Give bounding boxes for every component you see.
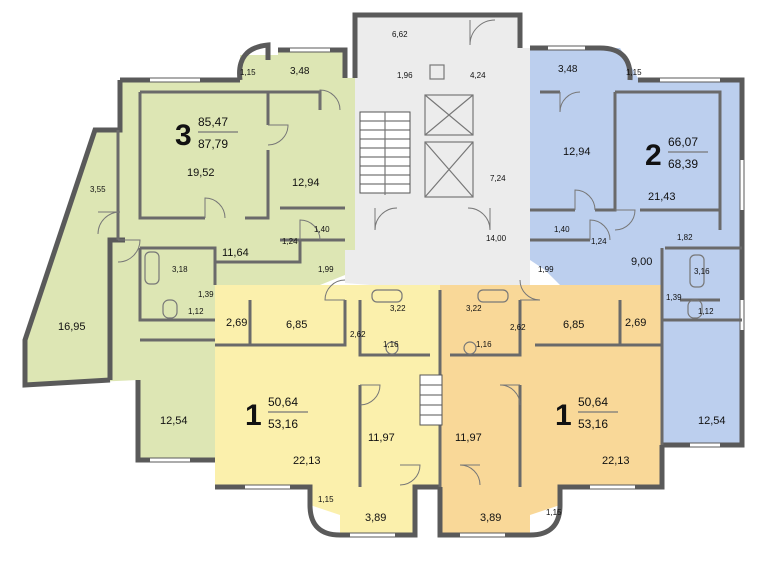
- room-area: 9,00: [631, 256, 652, 268]
- apartment-1-right-living-area: 50,64: [578, 395, 608, 409]
- room-area: 16,95: [58, 321, 86, 333]
- room-area: 3,18: [172, 265, 188, 274]
- doors: [97, 19, 636, 486]
- room-area: 1,39: [666, 293, 682, 302]
- room-area: 3,89: [365, 512, 386, 524]
- room-area: 12,94: [292, 177, 320, 189]
- apartment-2-room-count: 2: [645, 139, 662, 172]
- room-area: 6,85: [286, 319, 307, 331]
- apartment-3-total-area: 87,79: [198, 137, 228, 151]
- room-area: 1,39: [198, 290, 214, 299]
- windows: [150, 46, 744, 537]
- room-area: 2,62: [510, 323, 526, 332]
- room-area: 1,15: [240, 68, 256, 77]
- room-area: 1,24: [591, 237, 607, 246]
- apartment-2-total-area: 68,39: [668, 157, 698, 171]
- room-area: 1,12: [188, 307, 204, 316]
- room-area: 1,15: [546, 508, 562, 517]
- room-area: 11,64: [222, 247, 249, 259]
- room-area: 7,24: [490, 174, 506, 183]
- room-area: 1,99: [538, 265, 554, 274]
- room-area: 12,54: [698, 415, 726, 427]
- apartment-1-right-room-count: 1: [555, 399, 572, 432]
- room-area: 2,69: [625, 317, 646, 329]
- apartment-1-left-label: 1 50,64 53,16: [245, 395, 308, 432]
- room-area: 6,62: [392, 30, 408, 39]
- room-area: 1,16: [476, 340, 492, 349]
- room-area: 1,12: [698, 307, 714, 316]
- apartment-1-right-total-area: 53,16: [578, 417, 608, 431]
- room-area: 11,97: [455, 432, 482, 444]
- room-area: 1,82: [677, 233, 693, 242]
- apartment-3-room-count: 3: [175, 119, 192, 152]
- apartment-1-right-label: 1 50,64 53,16: [555, 395, 618, 432]
- room-area: 1,24: [282, 237, 298, 246]
- apartment-2-area: [530, 48, 742, 445]
- apartment-1-right-area: [440, 285, 662, 535]
- room-area: 1,99: [318, 265, 334, 274]
- room-area: 3,55: [90, 185, 106, 194]
- room-areas-apt2: 3,48 1,15 12,94 21,43 1,40 1,24 1,82 9,0…: [554, 64, 726, 427]
- apartment-2-living-area: 66,07: [668, 135, 698, 149]
- room-area: 22,13: [602, 455, 630, 467]
- room-area: 11,97: [368, 432, 395, 444]
- apartment-3-label: 3 85,47 87,79: [175, 115, 238, 152]
- room-area: 3,22: [390, 304, 406, 313]
- room-area: 3,48: [290, 66, 310, 77]
- room-areas-apt1-left: 2,69 6,85 2,62 3,22 1,16 11,97 22,13 1,1…: [226, 304, 406, 524]
- staircase: [359, 94, 474, 426]
- room-area: 1,40: [314, 225, 330, 234]
- core-area: [345, 15, 540, 290]
- room-area: 3,48: [558, 64, 578, 75]
- apartment-1-left-total-area: 53,16: [268, 417, 298, 431]
- room-area: 1,40: [554, 225, 570, 234]
- room-area: 2,69: [226, 317, 247, 329]
- apartment-2-label: 2 66,07 68,39: [645, 135, 708, 172]
- room-area: 3,89: [480, 512, 501, 524]
- apartment-1-left-room-count: 1: [245, 399, 262, 432]
- room-area: 12,54: [160, 415, 188, 427]
- room-area: 12,94: [563, 146, 591, 158]
- room-area: 1,16: [383, 340, 399, 349]
- room-area: 6,85: [563, 319, 584, 331]
- room-area: 1,15: [626, 68, 642, 77]
- apartment-1-left-living-area: 50,64: [268, 395, 298, 409]
- room-areas-apt1-right: 2,69 6,85 2,62 3,22 1,16 11,97 22,13 1,1…: [455, 304, 646, 524]
- room-area: 1,96: [397, 71, 413, 80]
- room-area: 19,52: [187, 167, 215, 179]
- inner-walls: [116, 90, 742, 487]
- room-area: 1,15: [318, 495, 334, 504]
- room-area: 4,24: [470, 71, 486, 80]
- room-area: 3,16: [694, 267, 710, 276]
- room-areas-apt3: 3,48 1,15 19,52 12,94 11,64 1,24 1,40 3,…: [58, 66, 330, 427]
- room-area: 22,13: [293, 455, 321, 467]
- fixtures: [144, 64, 705, 355]
- room-area: 21,43: [648, 191, 676, 203]
- room-area: 14,00: [486, 234, 507, 243]
- room-areas-core: 6,62 1,96 4,24 7,24 14,00 1,99 1,99: [318, 30, 554, 274]
- room-area: 3,22: [466, 304, 482, 313]
- apartment-3-living-area: 85,47: [198, 115, 228, 129]
- room-area: 2,62: [350, 330, 366, 339]
- apartment-1-left-area: [215, 285, 440, 535]
